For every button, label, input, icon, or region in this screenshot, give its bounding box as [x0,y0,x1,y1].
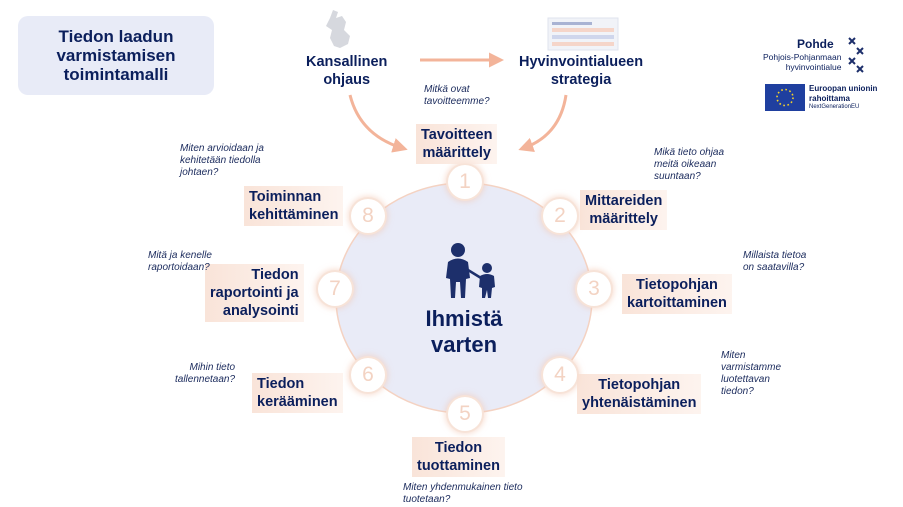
question-step-7: Mitä ja kenelle raportoidaan? [148,250,212,273]
question-step-2: Mikä tieto ohjaa meitä oikeaan suuntaan? [654,147,725,182]
question-step-4: Miten varmistamme luotettavan tiedon? [721,350,782,397]
eu-funding-text: Euroopan unionin rahoittama [809,84,878,103]
step-label-5: Tiedon tuottaminen [412,437,505,477]
eu-flag-icon [765,84,805,111]
step-label-6: Tiedon kerääminen [252,373,343,413]
model-title: Tiedon laadun varmistamisen toimintamall… [56,27,176,84]
step-label-1: Tavoitteen määrittely [416,124,498,164]
parent-child-icon [446,243,495,298]
question-step-8: Miten arvioidaan ja kehitetään tiedolla … [180,143,264,178]
step-label-3: Tietopohjan kartoittaminen [622,274,732,314]
question-step-5: Miten yhdenmukainen tieto tuotetaan? [403,482,523,505]
step-label-4: Tietopohjan yhtenäistäminen [577,374,702,414]
step-number-7: 7 [318,272,352,306]
step-number-1: 1 [448,165,482,199]
question-goals: Mitkä ovat tavoitteemme? [424,84,490,107]
finland-map-icon [326,10,350,48]
question-step-3: Millaista tietoa on saatavilla? [743,250,807,273]
arrow-national-to-goal [348,94,408,153]
pohde-logo-mark [848,37,864,73]
national-guidance-label: Kansallinen ohjaus [306,54,388,88]
eu-nextgen-text: NextGenerationEU [809,104,860,110]
step-number-2: 2 [543,199,577,233]
regional-strategy-label: Hyvinvointialueen strategia [519,54,644,88]
arrow-strategy-to-goal [518,94,568,152]
step-label-8: Toiminnan kehittäminen [244,186,344,226]
step-label-7: Tiedon raportointi ja analysointi [205,264,304,322]
step-number-4: 4 [543,358,577,392]
pohde-logo-name: Pohde [797,37,834,51]
step-number-3: 3 [577,272,611,306]
step-number-6: 6 [351,358,385,392]
pohde-logo-subtitle: Pohjois-Pohjanmaan hyvinvointialue [763,52,842,72]
step-number-8: 8 [351,199,385,233]
question-step-6: Mihin tieto tallennetaan? [175,362,236,385]
step-label-2: Mittareiden määrittely [580,190,668,230]
strategy-document-icon [547,17,619,51]
step-number-5: 5 [448,397,482,431]
title-box: Tiedon laadun varmistamisen toimintamall… [18,16,214,95]
center-label: Ihmistä varten [425,306,503,357]
